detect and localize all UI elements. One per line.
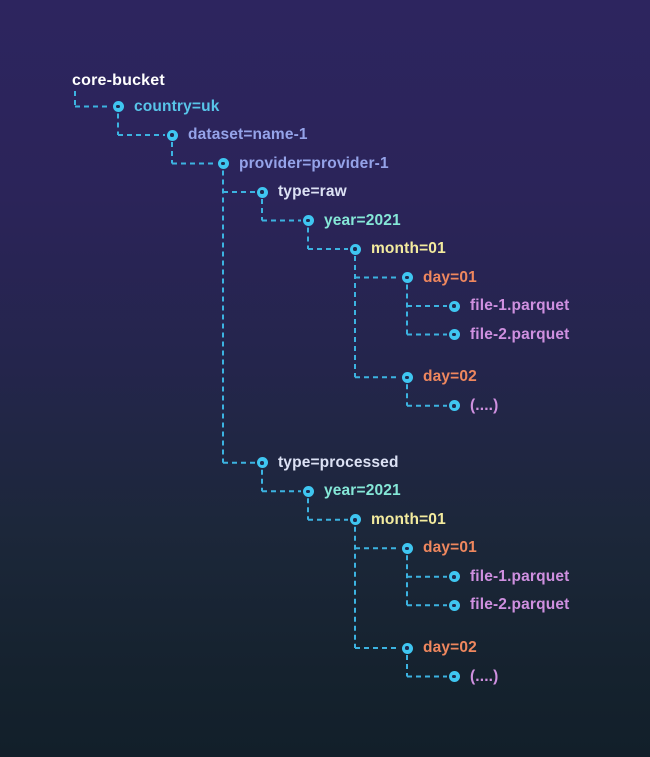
node-icon-center-dot [306,489,310,493]
node-icon-center-dot [260,190,264,194]
node-circle-icon [349,514,361,526]
node-icon-center-dot [353,247,357,251]
node-circle-icon [256,457,268,469]
tree-node-bucket: core-bucket [72,72,165,89]
tree-node-type: type=processed [278,453,399,471]
node-icon-center-dot [452,304,456,308]
tree-node-year: year=2021 [324,211,401,229]
node-icon-center-dot [353,518,357,522]
node-circle-icon [302,485,314,497]
node-circle-icon [448,400,460,412]
node-icon-center-dot [452,575,456,579]
node-icon-center-dot [405,275,409,280]
tree-node-day: day=02 [423,368,477,386]
tree-node-month: month=01 [371,510,446,528]
node-circle-icon [302,215,314,226]
node-circle-icon [448,329,460,340]
tree-node-file: file-1.parquet [470,567,570,585]
tree-node-year: year=2021 [324,482,401,500]
tree-node-day: day=02 [423,639,477,656]
node-icon-center-dot [306,218,310,223]
tree-node-provider: provider=provider-1 [239,154,389,172]
tree-node-file: file-2.parquet [470,325,570,343]
node-circle-icon [166,129,178,141]
node-icon-center-dot [170,133,174,137]
node-circle-icon [448,671,460,682]
tree-node-file: (....) [470,667,499,685]
node-icon-center-dot [452,603,456,607]
node-icon-center-dot [452,404,456,408]
node-icon-center-dot [405,546,409,550]
tree-node-dataset: dataset=name-1 [188,126,308,143]
tree-node-country: country=uk [134,97,220,115]
node-icon-center-dot [452,332,456,337]
node-circle-icon [256,186,268,198]
node-icon-center-dot [116,104,120,109]
tree-node-file: (....) [470,396,499,414]
node-circle-icon [401,642,413,654]
tree-node-month: month=01 [371,240,446,257]
node-circle-icon [448,571,460,583]
node-circle-icon [448,300,460,312]
node-circle-icon [349,243,361,255]
node-icon-center-dot [405,646,409,650]
node-circle-icon [401,371,413,383]
node-circle-icon [401,542,413,554]
node-icon-center-dot [221,161,225,166]
tree-node-day: day=01 [423,539,477,557]
tree-node-type: type=raw [278,183,347,200]
node-icon-center-dot [260,461,264,465]
node-icon-center-dot [405,375,409,379]
node-icon-center-dot [452,674,456,679]
tree-node-day: day=01 [423,268,477,286]
node-circle-icon [448,599,460,611]
tree-node-file: file-2.parquet [470,596,570,614]
tree-node-file: file-1.parquet [470,297,570,314]
node-circle-icon [112,101,124,112]
node-circle-icon [401,272,413,283]
node-circle-icon [217,158,229,169]
